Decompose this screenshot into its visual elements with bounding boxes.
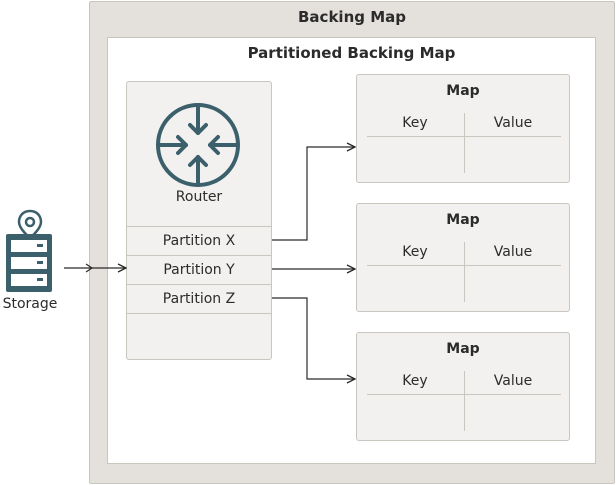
partition-x-to-map-1-arrow	[272, 147, 355, 241]
map-value-header: Value	[493, 373, 533, 389]
storage-arrow-mid-head	[85, 263, 94, 273]
map-title: Map	[446, 83, 480, 99]
map-key-header: Key	[402, 244, 428, 260]
map-box-1: Map Key Value	[356, 74, 570, 183]
backing-map-title: Backing Map	[298, 8, 406, 26]
map-box-2: Map Key Value	[356, 203, 570, 312]
map-key-header: Key	[402, 115, 428, 131]
partitioned-backing-map-title: Partitioned Backing Map	[247, 44, 456, 62]
router-icon	[156, 103, 240, 187]
map-title: Map	[446, 212, 480, 228]
map-title: Map	[446, 341, 480, 357]
storage-label: Storage	[2, 296, 58, 312]
map-column-divider	[464, 371, 465, 431]
map-value-header: Value	[493, 244, 533, 260]
map-column-divider	[464, 113, 465, 173]
partition-y-row: Partition Y	[127, 255, 271, 284]
map-column-divider	[464, 242, 465, 302]
partition-divider	[127, 313, 271, 314]
router-label: Router	[175, 189, 223, 205]
storage-server-icon	[6, 209, 52, 292]
partition-z-to-map-3-arrow	[272, 297, 355, 379]
map-box-3: Map Key Value	[356, 332, 570, 441]
partition-z-row: Partition Z	[127, 284, 271, 313]
map-key-header: Key	[402, 373, 428, 389]
partition-x-row: Partition X	[127, 226, 271, 255]
map-value-header: Value	[493, 115, 533, 131]
